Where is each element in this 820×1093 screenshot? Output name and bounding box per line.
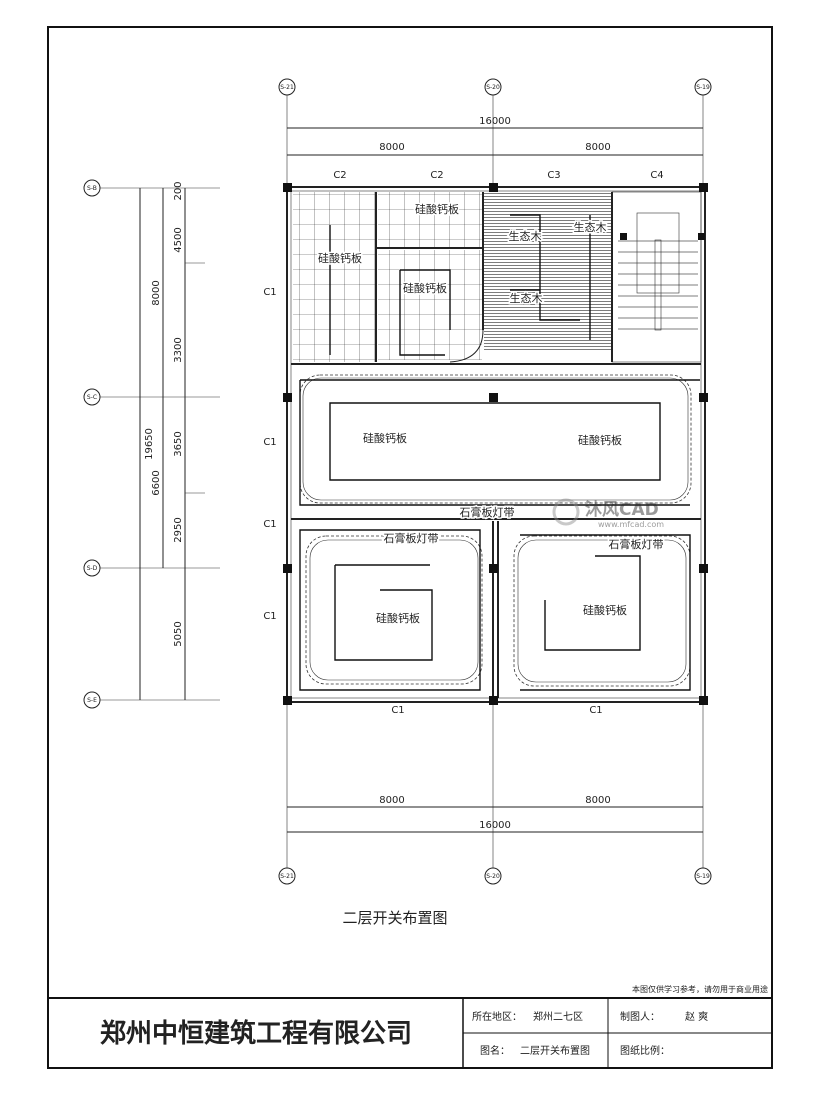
- svg-text:C1: C1: [263, 519, 276, 530]
- dim-left-d1: 200: [173, 181, 184, 200]
- svg-text:C2: C2: [430, 170, 443, 181]
- axis-bubble-s21-top: S-21: [278, 78, 296, 96]
- svg-text:16000: 16000: [479, 820, 511, 831]
- dim-top-span-1: 8000: [379, 142, 404, 153]
- svg-text:C1: C1: [589, 705, 602, 716]
- svg-text:图名：: 图名：: [480, 1044, 510, 1057]
- stairs: [618, 232, 698, 332]
- title-block: 本图仅供学习参考，请勿用于商业用途 郑州中恒建筑工程有限公司 所在地区： 郑州二…: [48, 984, 772, 1068]
- svg-text:C1: C1: [263, 287, 276, 298]
- dim-left-d2: 4500: [173, 227, 184, 252]
- label-calcium-silicate-board: 硅酸钙板: [403, 281, 447, 295]
- svg-text:S-19: S-19: [696, 873, 710, 880]
- room-top-mid-grid: [378, 192, 482, 247]
- label-eco-wood: 生态木: [509, 229, 542, 243]
- svg-text:S-20: S-20: [486, 84, 500, 91]
- dim-left-d5: 2950: [173, 517, 184, 542]
- svg-text:郑州二七区: 郑州二七区: [533, 1010, 583, 1023]
- floor-plan: [283, 183, 708, 705]
- svg-text:C1: C1: [391, 705, 404, 716]
- room-left-grid: [293, 192, 375, 362]
- svg-text:S-21: S-21: [280, 84, 294, 91]
- svg-text:沐风CAD: 沐风CAD: [585, 500, 659, 520]
- axis-bubble-se: S-E: [83, 691, 101, 709]
- dim-left-d6: 5050: [173, 621, 184, 646]
- dim-left-d4: 3650: [173, 431, 184, 456]
- top-dimensions: 16000 8000 8000 S-21 S-20 S-19: [278, 78, 712, 187]
- svg-text:二层开关布置图: 二层开关布置图: [520, 1044, 590, 1057]
- label-calcium-silicate-board: 硅酸钙板: [363, 431, 407, 445]
- label-eco-wood: 生态木: [574, 220, 607, 234]
- svg-text:S-B: S-B: [87, 185, 97, 192]
- structural-columns: [283, 183, 708, 705]
- company-name: 郑州中恒建筑工程有限公司: [100, 1018, 412, 1049]
- label-calcium-silicate-board: 硅酸钙板: [318, 251, 362, 265]
- axis-bubble-sb: S-B: [83, 179, 101, 197]
- label-gypsum-light-strip: 石膏板灯带: [609, 537, 664, 551]
- svg-text:所在地区：: 所在地区：: [472, 1010, 522, 1023]
- label-calcium-silicate-board: 硅酸钙板: [415, 202, 459, 216]
- dim-top-span-2: 8000: [585, 142, 610, 153]
- room-mid-grid: [378, 250, 482, 360]
- svg-text:S-21: S-21: [280, 873, 294, 880]
- drawing-title: 二层开关布置图: [342, 909, 447, 927]
- svg-text:S-D: S-D: [87, 565, 98, 572]
- svg-text:C3: C3: [547, 170, 560, 181]
- room-eco-wood: [484, 192, 612, 352]
- label-gypsum-light-strip: 石膏板灯带: [460, 505, 515, 519]
- bottom-dimensions: 8000 8000 16000 S-21 S-20 S-19: [278, 705, 712, 885]
- svg-text:8000: 8000: [585, 795, 610, 806]
- label-calcium-silicate-board: 硅酸钙板: [376, 611, 420, 625]
- label-calcium-silicate-board: 硅酸钙板: [583, 603, 627, 617]
- svg-text:C2: C2: [333, 170, 346, 181]
- axis-bubble-s19-top: S-19: [694, 78, 712, 96]
- left-dimensions: 19650 8000 6600 200 4500 3300 3650 2950 …: [83, 179, 220, 709]
- svg-text:www.mfcad.com: www.mfcad.com: [598, 520, 664, 529]
- dim-left-mid-2: 6600: [151, 470, 162, 495]
- label-calcium-silicate-board: 硅酸钙板: [578, 433, 622, 447]
- sheet-border: [47, 26, 773, 1069]
- axis-bubble-sd: S-D: [83, 559, 101, 577]
- axis-bubble-s20-top: S-20: [484, 78, 502, 96]
- watermark-logo: 沐风CAD www.mfcad.com: [552, 498, 664, 529]
- window-labels: C2 C2 C3 C4 C1 C1 C1 C1 C1 C1: [263, 170, 663, 716]
- dim-left-mid-1: 8000: [151, 280, 162, 305]
- title-block-note: 本图仅供学习参考，请勿用于商业用途: [632, 984, 768, 994]
- label-gypsum-light-strip: 石膏板灯带: [384, 531, 439, 545]
- svg-text:C4: C4: [650, 170, 663, 181]
- dim-top-total: 16000: [479, 116, 511, 127]
- svg-text:图纸比例：: 图纸比例：: [620, 1044, 670, 1057]
- label-eco-wood: 生态木: [510, 291, 543, 305]
- svg-text:C1: C1: [263, 611, 276, 622]
- svg-text:S-E: S-E: [87, 697, 97, 704]
- svg-text:S-C: S-C: [87, 394, 97, 401]
- svg-text:赵 爽: 赵 爽: [685, 1010, 708, 1023]
- ceiling-labels: 硅酸钙板 硅酸钙板 硅酸钙板 硅酸钙板 硅酸钙板 硅酸钙板 硅酸钙板 生态木 生…: [317, 201, 666, 627]
- svg-text:8000: 8000: [379, 795, 404, 806]
- dim-left-d3: 3300: [173, 337, 184, 362]
- dim-left-total: 19650: [144, 428, 155, 460]
- svg-text:S-19: S-19: [696, 84, 710, 91]
- axis-bubble-sc: S-C: [83, 388, 101, 406]
- svg-text:制图人：: 制图人：: [620, 1010, 660, 1023]
- svg-text:C1: C1: [263, 437, 276, 448]
- svg-text:S-20: S-20: [486, 873, 500, 880]
